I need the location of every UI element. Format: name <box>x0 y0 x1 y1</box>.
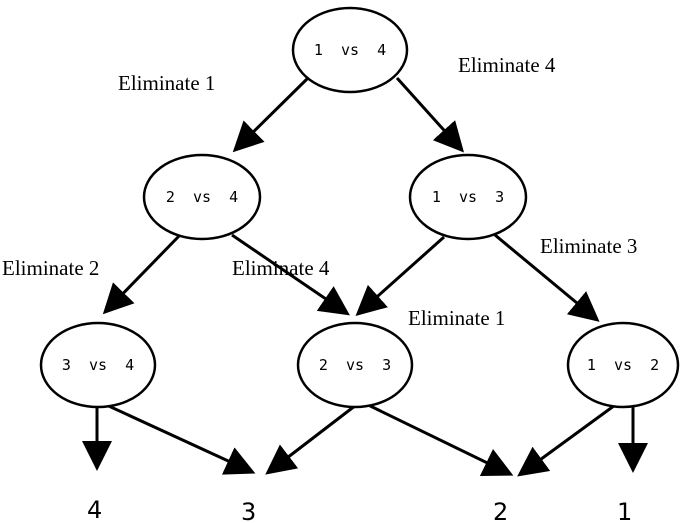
edge-n3-n6 <box>494 233 600 322</box>
node-label: 1 vs 4 <box>314 41 386 59</box>
node-label: 3 vs 4 <box>62 356 134 374</box>
edge-label-n1-n3: Eliminate 4 <box>458 53 556 77</box>
node-label: 2 vs 4 <box>166 188 238 206</box>
outcome-label: 3 <box>241 498 256 523</box>
node-3-vs-4: 3 vs 4 <box>39 321 157 409</box>
edge-label-n3-n5: Eliminate 1 <box>408 306 505 330</box>
node-label: 1 vs 3 <box>432 188 504 206</box>
edge-n3-n5 <box>355 235 445 316</box>
node-1-vs-4: 1 vs 4 <box>291 6 409 94</box>
edge-label-n2-n5: Eliminate 4 <box>232 256 330 280</box>
edge-n2-n5 <box>231 233 350 316</box>
outcome-label: 4 <box>87 496 102 523</box>
node-1-vs-2: 1 vs 2 <box>566 321 680 409</box>
node-2-vs-3: 2 vs 3 <box>296 321 414 409</box>
edge-label-n3-n6: Eliminate 3 <box>540 234 637 258</box>
edge-n1-n3 <box>395 76 465 153</box>
node-2-vs-4: 2 vs 4 <box>142 153 262 241</box>
node-label: 1 vs 2 <box>587 356 659 374</box>
edge-n2-n4 <box>102 233 182 315</box>
edge-n4-out3 <box>99 400 256 475</box>
node-1-vs-3: 1 vs 3 <box>408 153 528 241</box>
edge-label-n2-n4: Eliminate 2 <box>2 256 99 280</box>
outcome-label: 1 <box>617 498 632 523</box>
node-label: 2 vs 3 <box>319 356 391 374</box>
edge-n1-n2 <box>232 76 310 153</box>
outcome-label: 2 <box>493 498 508 523</box>
edge-n5-out2 <box>361 400 514 476</box>
edge-n5-out3 <box>265 400 361 475</box>
edge-label-n1-n2: Eliminate 1 <box>118 71 215 95</box>
edge-n6-out2 <box>517 398 623 477</box>
